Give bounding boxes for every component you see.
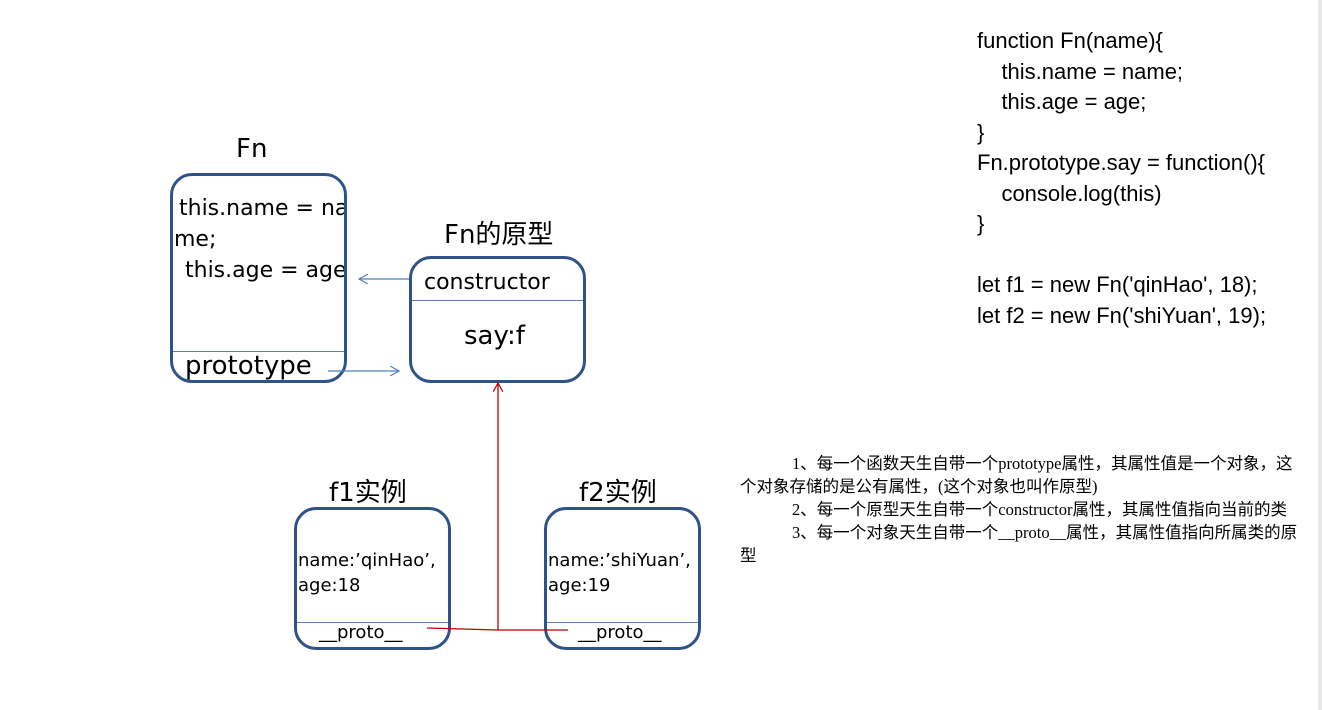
proto-say-label: say:f bbox=[464, 321, 525, 351]
f1-proto-link bbox=[426, 627, 499, 631]
f1-divider bbox=[297, 622, 448, 623]
f2-proto-label: __proto__ bbox=[578, 622, 662, 643]
proto-title: Fn的原型 bbox=[444, 220, 554, 250]
f2-divider bbox=[547, 622, 698, 623]
notes-block: 1、每一个函数天生自带一个prototype属性，其属性值是一个对象，这个对象存… bbox=[740, 452, 1300, 567]
fn-prototype-label: prototype bbox=[185, 351, 312, 381]
f2-name-line: name:’shiYuan’, bbox=[548, 550, 691, 571]
right-edge-divider bbox=[1318, 0, 1322, 710]
code-block: function Fn(name){ this.name = name; thi… bbox=[977, 26, 1266, 331]
code-line bbox=[977, 240, 1266, 271]
fn-name-line: this.name = na bbox=[179, 196, 347, 221]
f1-proto-label: __proto__ bbox=[319, 622, 403, 643]
code-line: } bbox=[977, 211, 985, 236]
f2-box: name:’shiYuan’, age:19 __proto__ bbox=[544, 507, 701, 650]
code-line: function Fn(name){ bbox=[977, 28, 1163, 53]
fn-title: Fn bbox=[236, 134, 268, 164]
proto-constructor-label: constructor bbox=[424, 270, 550, 295]
code-line: Fn.prototype.say = function(){ bbox=[977, 150, 1265, 175]
code-line: let f2 = new Fn('shiYuan', 19); bbox=[977, 302, 1267, 328]
proto-divider bbox=[412, 300, 583, 301]
f1-age-line: age:18 bbox=[298, 575, 361, 596]
fn-box: this.name = na me; this.age = age; proto… bbox=[170, 173, 347, 383]
code-line: this.age = age; bbox=[977, 89, 1147, 114]
fn-name-line-cont: me; bbox=[174, 227, 217, 252]
code-line: console.log(this) bbox=[977, 180, 1162, 206]
f1-box: name:’qinHao’, age:18 __proto__ bbox=[294, 507, 451, 650]
f1-name-line: name:’qinHao’, bbox=[298, 550, 436, 571]
note-constructor: 2、每一个原型天生自带一个constructor属性，其属性值指向当前的类 bbox=[792, 500, 1287, 519]
proto-box: constructor say:f bbox=[409, 256, 586, 383]
f2-title: f2实例 bbox=[579, 478, 657, 508]
note-prototype: 1、每一个函数天生自带一个prototype属性，其属性值是一个对象，这个对象存… bbox=[740, 454, 1293, 496]
code-line: } bbox=[977, 119, 985, 145]
f2-age-line: age:19 bbox=[548, 575, 611, 596]
note-proto: 3、每一个对象天生自带一个__proto__属性，其属性值指向所属类的原型 bbox=[740, 523, 1298, 565]
code-line: let f1 = new Fn('qinHao', 18); bbox=[977, 272, 1258, 297]
code-line: this.name = name; bbox=[977, 58, 1184, 84]
f1-title: f1实例 bbox=[329, 478, 407, 508]
fn-divider bbox=[173, 351, 344, 352]
fn-age-line: this.age = age; bbox=[185, 258, 347, 283]
